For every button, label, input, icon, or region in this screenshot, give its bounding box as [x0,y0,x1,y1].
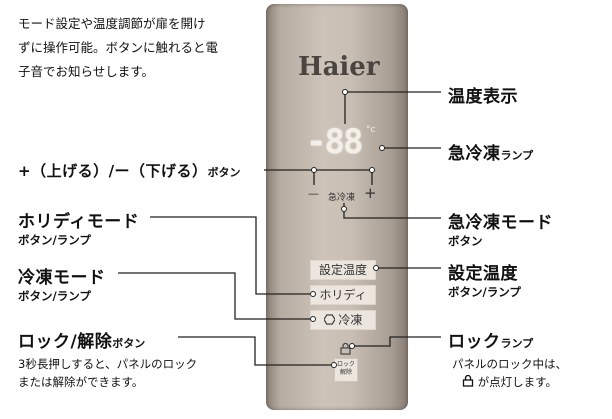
freeze-label: 冷凍 [338,313,363,327]
freeze-label-callout: 冷凍モード [18,268,106,288]
minus-button[interactable]: — [308,187,319,200]
lock-unlock-suffix: ボタン [112,337,146,350]
control-panel [266,4,408,410]
rapid-mode-label: 急冷凍モード [448,213,553,233]
rapid-freeze-button[interactable]: 急冷凍 [328,193,356,203]
lock-lamp-suffix: ランプ [500,337,534,350]
set-temp-sub: ボタン/ランプ [448,285,521,299]
rapid-lamp-label: 急冷凍ランプ [448,139,533,164]
holiday-sub: ボタン/ランプ [18,233,91,247]
lock-unlock-main: ロック/解除 [18,332,113,352]
lock-lamp-note-2-text: が点灯します。 [477,375,558,389]
lock-unlock-label: ロック/解除ボタン [18,327,145,352]
set-temp-button[interactable]: 設定温度 [310,260,376,280]
lock-lamp-note-1: パネルのロック中は、 [452,357,567,371]
lock-lamp-label: ロックランプ [448,327,533,352]
freeze-sub: ボタン/ランプ [18,289,91,303]
brand-logo: Haier [298,52,380,82]
updown-main: +（上げる）/ー（下げる） [18,162,208,180]
lock-button[interactable]: ロック 解除 [334,358,358,382]
lock-button-label: ロック 解除 [336,361,355,376]
updown-label: +（上げる）/ー（下げる）ボタン [18,160,241,181]
temperature-display: -88 [306,122,363,162]
lock-lamp-icon [462,374,474,387]
set-temp-label: 設定温度 [448,264,518,284]
updown-suffix: ボタン [207,166,241,179]
lock-icon [340,343,351,355]
intro-text: モード設定や温度調節が扉を開け ずに操作可能。ボタンに触れると電 子音でお知らせ… [18,16,219,79]
temp-display-label: 温度表示 [448,87,518,107]
holiday-label: ホリディモード [18,212,140,232]
rapid-mode-sub: ボタン [448,234,483,248]
rapid-lamp-main: 急冷凍 [448,144,501,164]
lock-lamp-note-2: が点灯します。 [462,373,557,391]
plus-button[interactable]: + [364,184,377,202]
holiday-button[interactable]: ホリディ [310,285,376,305]
rapid-lamp-suffix: ランプ [500,149,534,162]
hexagon-icon [322,314,336,325]
lock-lamp-main: ロック [448,332,501,352]
degree-unit: °c [366,125,376,135]
lock-unlock-note: 3秒長押しすると、パネルのロック または解除ができます。 [18,357,198,389]
